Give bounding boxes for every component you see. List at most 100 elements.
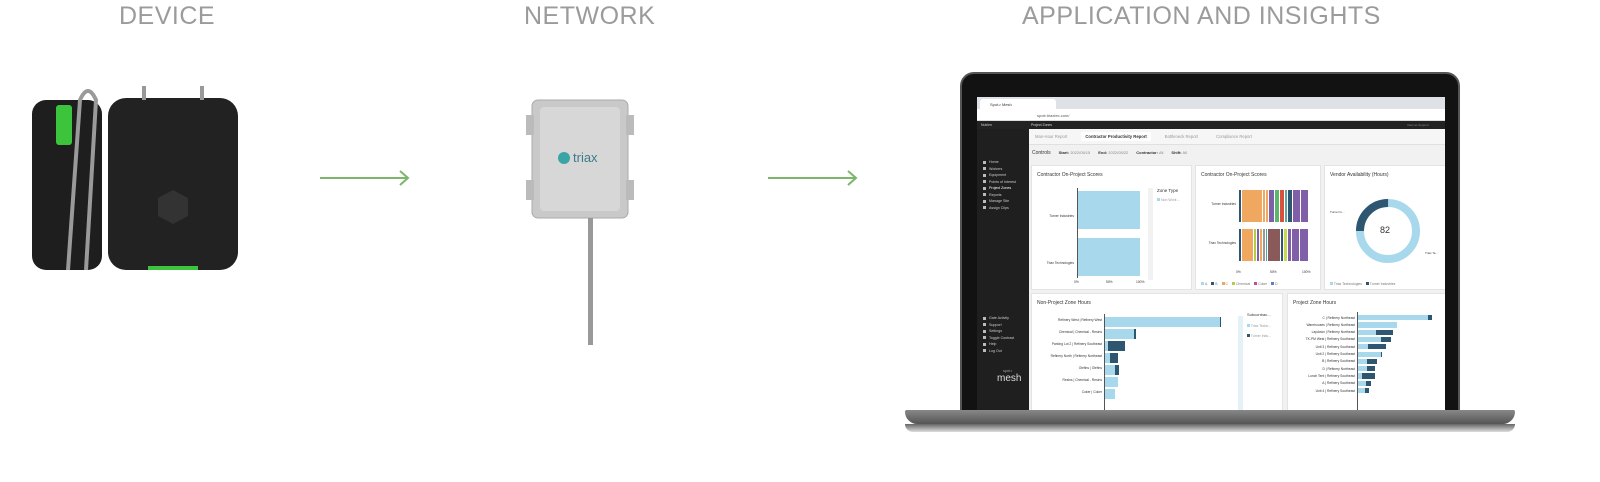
browser-tab[interactable]: Spot-r Mesh xyxy=(980,99,1056,109)
stack-segment xyxy=(1242,190,1264,222)
legend-item[interactable]: Chemical xyxy=(1231,282,1250,286)
sidebar-item[interactable]: Project Zones xyxy=(977,185,1029,192)
heading-application: APPLICATION AND INSIGHTS xyxy=(1022,2,1381,30)
axis xyxy=(1357,312,1358,410)
stack-segment xyxy=(1239,190,1243,222)
sidebar-item[interactable]: Log Out xyxy=(977,348,1029,355)
app-header xyxy=(977,121,1445,129)
legend-item[interactable]: Non Work ... xyxy=(1157,198,1180,202)
sidebar-item[interactable]: Reports xyxy=(977,192,1029,199)
sidebar-item[interactable]: Assign Clips xyxy=(977,205,1029,212)
stack-segment xyxy=(1263,190,1267,222)
legend-item[interactable]: D xyxy=(1271,282,1278,286)
stack-segment xyxy=(1262,229,1266,261)
tab-title: Spot-r Mesh xyxy=(990,102,1012,107)
shift-control[interactable]: Shift: All xyxy=(1171,150,1187,155)
bar xyxy=(1358,322,1398,328)
legend-item[interactable]: Triax Techn... xyxy=(1247,324,1271,328)
chart-title: Project Zone Hours xyxy=(1293,300,1337,306)
report-tab[interactable]: Bottleneck Report xyxy=(1164,134,1199,139)
bar xyxy=(1105,341,1109,351)
site-selector[interactable]: Nutrien xyxy=(981,122,992,127)
logo-top: spot-r xyxy=(1003,369,1012,373)
sidebar-item[interactable]: Equipment xyxy=(977,172,1029,179)
sidebar-item[interactable]: Points of Interest xyxy=(977,179,1029,186)
bar xyxy=(1108,341,1125,351)
sidebar-item[interactable]: Support xyxy=(977,322,1029,329)
menu-icon xyxy=(983,167,986,171)
category-label: Unit 2 | Refinery Southeast xyxy=(1315,352,1355,356)
chart-title: Contractor On-Project Scores xyxy=(1037,172,1103,178)
bar xyxy=(1367,358,1377,365)
legend-item[interactable]: B xyxy=(1211,282,1218,286)
bar xyxy=(1358,366,1368,372)
controls-bar: Controls Start: 2022/05/15 End: 2022/05/… xyxy=(1032,150,1187,156)
category-label: TK-PM West | Refinery Southeast xyxy=(1305,337,1355,342)
tick-label: 100% xyxy=(1136,280,1145,284)
legend-item[interactable]: Coker xyxy=(1254,282,1267,286)
category-label: Lunch Tent | Refinery Southeast xyxy=(1308,373,1355,378)
menu-icon xyxy=(983,173,986,177)
contractor-control[interactable]: Contractor: All xyxy=(1136,150,1164,155)
bar xyxy=(1358,344,1368,350)
bar xyxy=(1358,336,1382,343)
stack-segment xyxy=(1242,229,1254,261)
stack-segment xyxy=(1280,229,1284,261)
end-control[interactable]: End: 2022/05/22 xyxy=(1098,150,1129,155)
sidebar-item[interactable]: Help xyxy=(977,341,1029,348)
category-label: Refinery West | Refinery West xyxy=(1058,317,1102,322)
category-label: Unit 3 | Refinery Southeast xyxy=(1315,344,1355,349)
bar xyxy=(1428,315,1432,321)
bar xyxy=(1367,366,1376,372)
mesh-logo: mesh xyxy=(997,373,1022,384)
bar xyxy=(1078,191,1140,229)
network-gateway-image: triax xyxy=(526,99,634,345)
panel-project-zone-hours: Project Zone Hours C | Refinery Northeas… xyxy=(1287,293,1445,410)
report-tab[interactable]: Man-Hour Report xyxy=(1035,134,1068,139)
legend-item[interactable]: A xyxy=(1201,282,1207,286)
sidebar-item[interactable]: Gate Activity xyxy=(977,315,1029,322)
report-tab[interactable]: Compliance Report xyxy=(1216,134,1252,139)
menu-icon xyxy=(983,323,986,327)
wearable-device-image xyxy=(32,86,238,271)
chart-title: Vendor Availability (Hours) xyxy=(1330,172,1389,178)
category-label: C | Refinery Northeast xyxy=(1322,315,1355,320)
screen: Spot-r Mesh spotr.triaxtec.com/ Nutrien … xyxy=(977,97,1445,410)
category-label: Parking Lot 2 | Refinery Southeast xyxy=(1051,341,1102,346)
view-as-dropdown[interactable]: View as Support xyxy=(1407,122,1429,127)
stack-segment xyxy=(1292,190,1301,222)
category-label: B | Refinery Southeast xyxy=(1322,359,1355,364)
tick-label: 100% xyxy=(1302,270,1311,274)
category-label: Resins | Chemical - Resins xyxy=(1062,377,1102,382)
tick-label: 50% xyxy=(1270,270,1277,274)
menu-icon xyxy=(983,186,986,190)
chart-title: Contractor On-Project Scores xyxy=(1201,172,1267,178)
sidebar-item[interactable]: Manage Site xyxy=(977,198,1029,205)
legend-item[interactable]: Triax Technologies xyxy=(1330,282,1362,286)
panel-contractor-scores-stacked: Contractor On-Project Scores Turner Indu… xyxy=(1195,165,1321,290)
sidebar-item[interactable]: Workers xyxy=(977,166,1029,173)
menu-icon xyxy=(983,193,986,197)
address-bar[interactable]: spotr.triaxtec.com/ xyxy=(1037,113,1070,118)
bar xyxy=(1105,329,1134,339)
bar xyxy=(1358,351,1382,357)
legend-item[interactable]: Turner Industries xyxy=(1365,282,1395,286)
laptop-base xyxy=(905,410,1515,424)
stack-segment xyxy=(1288,190,1293,222)
category-label: Olefins | Olefins xyxy=(1078,365,1102,370)
sidebar-item[interactable]: Toggle Contrast xyxy=(977,335,1029,342)
legend-item[interactable]: C xyxy=(1221,282,1228,286)
menu-icon xyxy=(983,329,986,333)
stack-segment xyxy=(1259,229,1263,261)
bar xyxy=(1105,377,1118,387)
report-tab[interactable]: Contractor Productivity Report xyxy=(1081,132,1151,141)
legend-item[interactable]: Turner Indu... xyxy=(1247,334,1271,338)
sidebar-item[interactable]: Settings xyxy=(977,328,1029,335)
bar xyxy=(1367,344,1386,350)
sidebar-item[interactable]: Home xyxy=(977,159,1029,166)
start-control[interactable]: Start: 2022/05/15 xyxy=(1058,150,1091,155)
bar xyxy=(1366,380,1371,386)
category-label: Unit 4 | Refinery Southeast xyxy=(1315,388,1355,393)
bar xyxy=(1115,365,1119,375)
stack-segment xyxy=(1268,190,1276,222)
